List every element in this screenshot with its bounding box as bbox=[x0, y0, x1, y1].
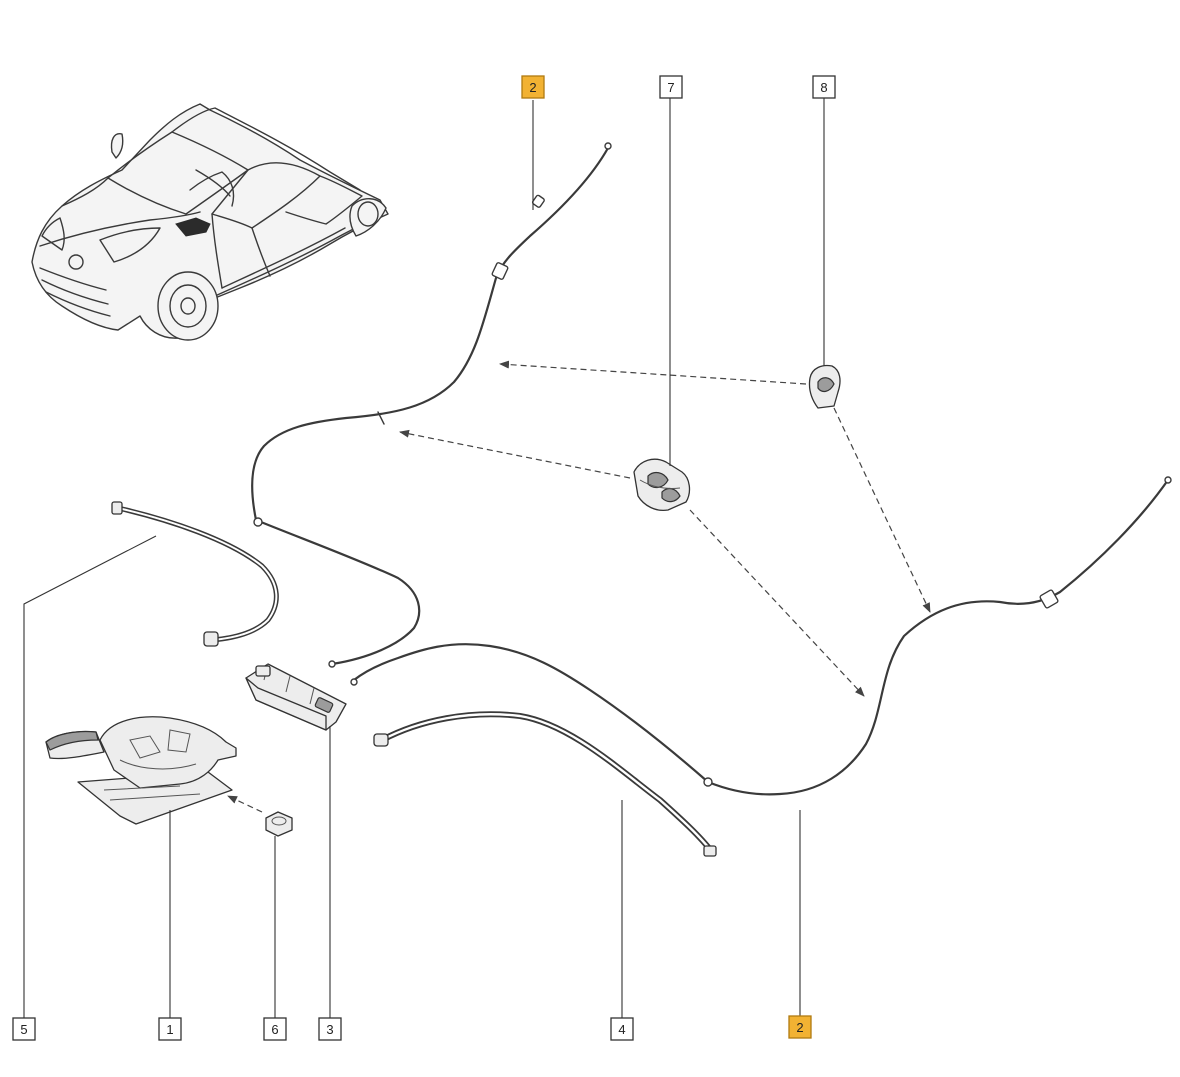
handbrake-lever bbox=[45, 716, 237, 825]
leader-lines bbox=[23, 98, 825, 1018]
callout-8: 8 bbox=[812, 75, 836, 99]
primary-cable-sheath bbox=[111, 501, 279, 647]
cable-clip-double bbox=[633, 458, 691, 512]
cable-clip-single bbox=[808, 364, 841, 409]
cable-equalizer bbox=[245, 663, 347, 731]
callout-4: 4 bbox=[610, 1017, 634, 1041]
callout-7: 7 bbox=[659, 75, 683, 99]
assembly-arrows bbox=[227, 360, 931, 813]
callout-1: 1 bbox=[158, 1017, 182, 1041]
car-overview-illustration bbox=[31, 103, 389, 341]
callout-2-top: 2 bbox=[521, 75, 545, 99]
callout-2-bottom-label: 2 bbox=[796, 1020, 803, 1035]
callout-7-label: 7 bbox=[667, 80, 674, 95]
secondary-cable-sheath bbox=[373, 711, 717, 857]
callout-4-label: 4 bbox=[618, 1022, 625, 1037]
callout-8-label: 8 bbox=[820, 80, 827, 95]
rear-brake-cable-left bbox=[251, 142, 612, 668]
callout-5: 5 bbox=[12, 1017, 36, 1041]
callout-5-label: 5 bbox=[20, 1022, 27, 1037]
callout-6-label: 6 bbox=[271, 1022, 278, 1037]
callout-3: 3 bbox=[318, 1017, 342, 1041]
callout-1-label: 1 bbox=[166, 1022, 173, 1037]
callout-3-label: 3 bbox=[326, 1022, 333, 1037]
rear-brake-cable-right bbox=[350, 476, 1172, 796]
callout-6: 6 bbox=[263, 1017, 287, 1041]
callout-2-bottom: 2 bbox=[788, 1015, 812, 1039]
callout-2-top-label: 2 bbox=[529, 80, 536, 95]
nut bbox=[265, 811, 293, 837]
